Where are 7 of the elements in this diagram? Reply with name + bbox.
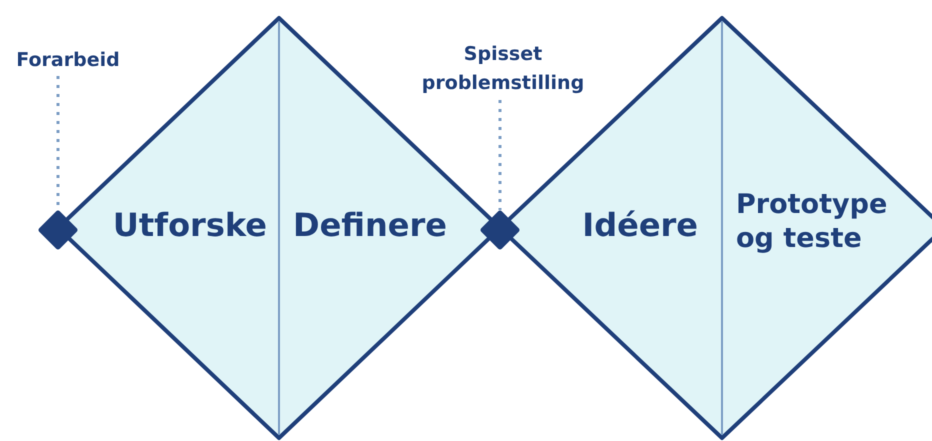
phase-label: Definere	[293, 208, 448, 242]
milestone-label: Spisset problemstilling	[420, 42, 586, 96]
milestone-label: Forarbeid	[15, 48, 121, 73]
leader-line	[498, 100, 502, 210]
phase-label: Prototype og teste	[736, 188, 888, 256]
phase-label: Utforske	[112, 208, 267, 242]
phase-label: Idéere	[581, 208, 698, 242]
